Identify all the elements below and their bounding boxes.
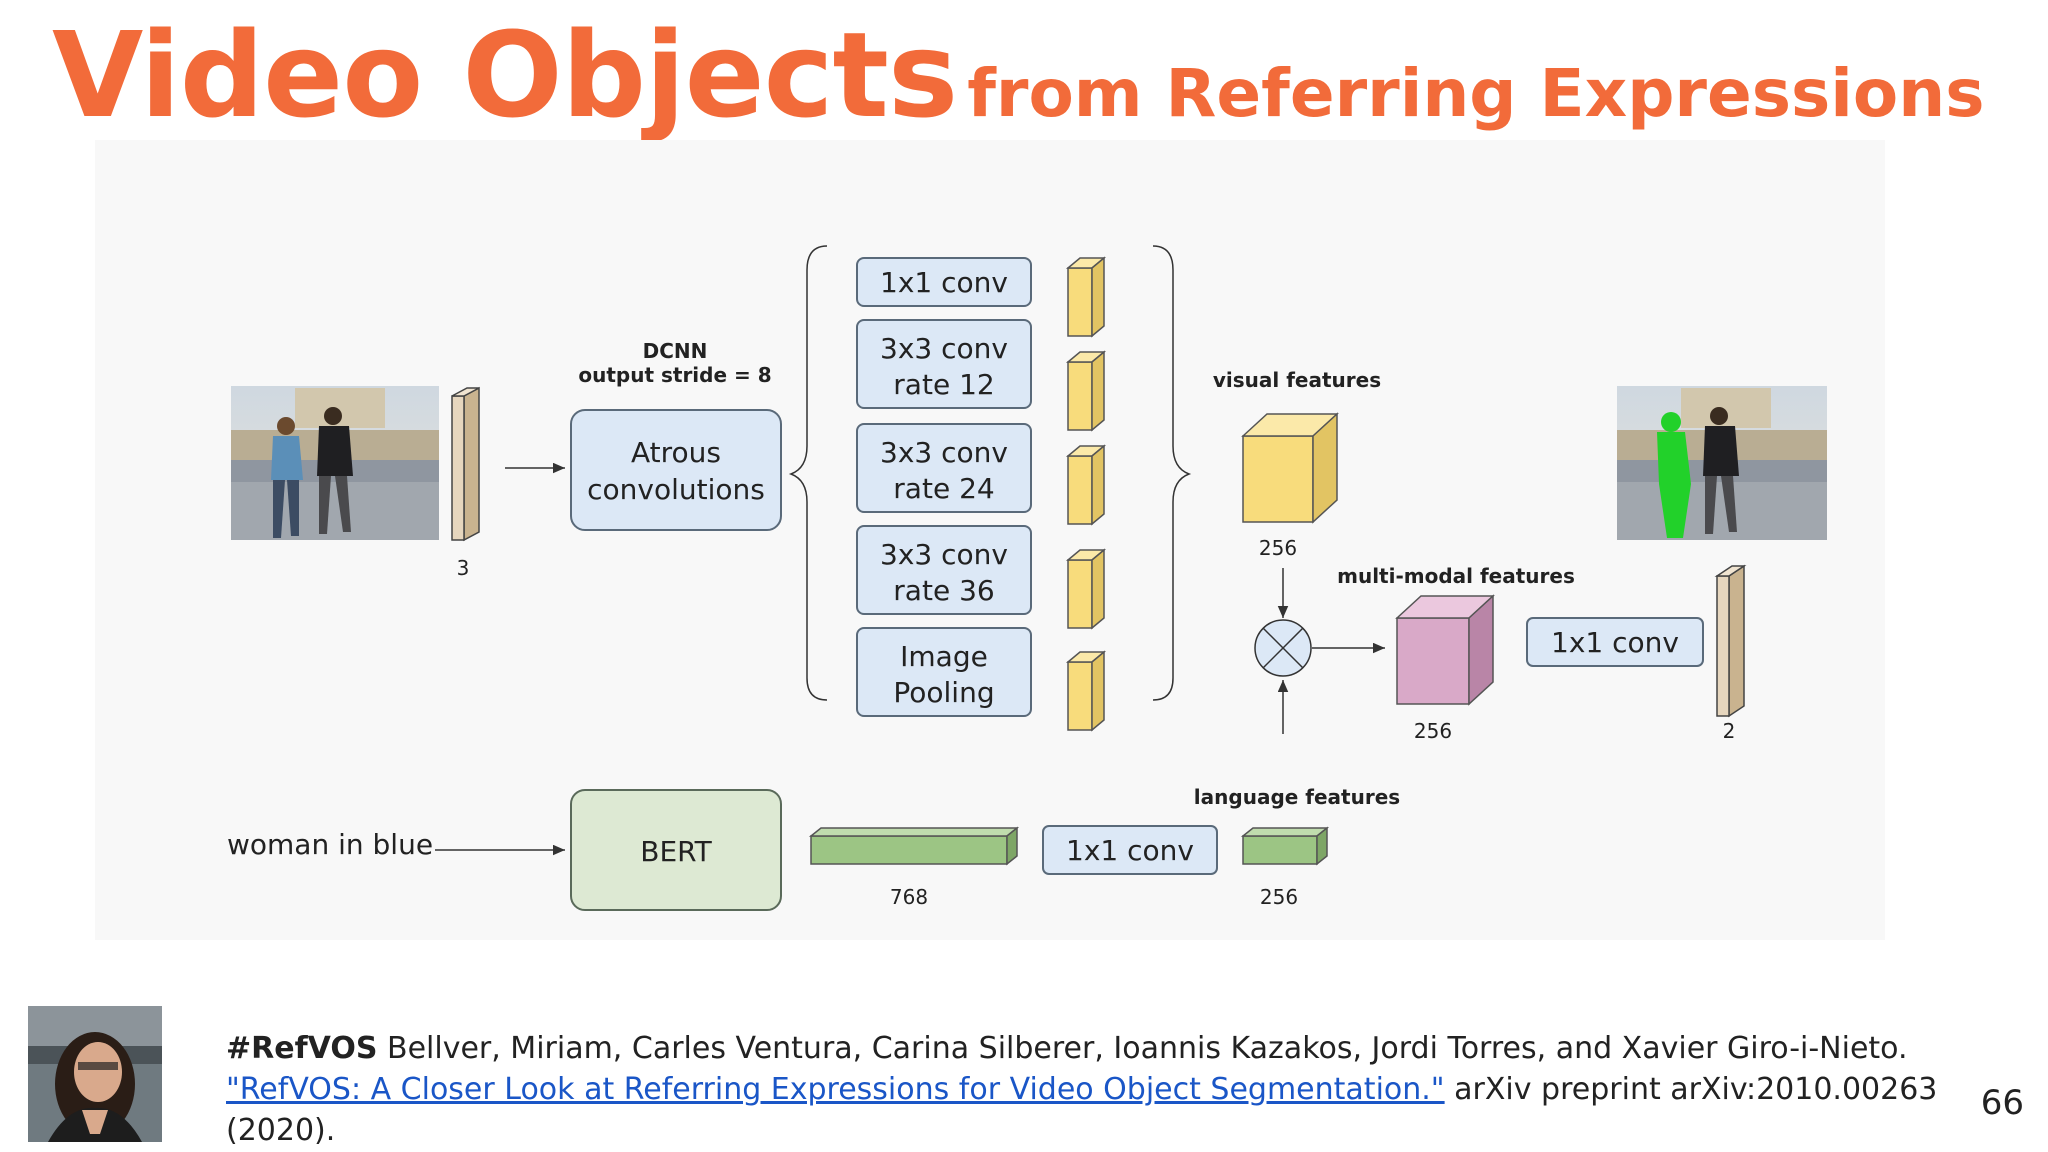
branch-3x3-rate36: 3x3 conv rate 36 (856, 525, 1032, 615)
branch-1x1-conv: 1x1 conv (856, 257, 1032, 307)
output-segmentation-image (1617, 386, 1827, 540)
atrous-conv-box (570, 409, 782, 531)
branch-2-line2: rate 12 (893, 368, 994, 401)
output-stride-label: output stride = 8 (578, 363, 771, 387)
branch-4-line1: 3x3 conv (880, 538, 1008, 571)
input-frame-image (231, 386, 439, 540)
citation-tag: #RefVOS (226, 1031, 378, 1066)
branch-5-line2: Pooling (893, 676, 994, 709)
right-brace (1152, 245, 1192, 701)
bert-box (570, 789, 782, 911)
branch-2-line1: 3x3 conv (880, 332, 1008, 365)
branch-image-pooling: Image Pooling (856, 627, 1032, 717)
citation-venue: arXiv preprint arXiv:2010.00263 (2020). (226, 1072, 1938, 1148)
text-input-label: woman in blue (227, 828, 433, 861)
visual-features-label: visual features (1213, 368, 1381, 392)
branch-3x3-rate12: 3x3 conv rate 12 (856, 319, 1032, 409)
bert-embedding-bar (808, 826, 1020, 866)
language-feature-bar (1240, 826, 1330, 866)
bert-label: BERT (640, 835, 712, 868)
visual-features-cube (1241, 412, 1339, 524)
branch-3x3-rate24: 3x3 conv rate 24 (856, 423, 1032, 513)
branch-5-line1: Image (900, 640, 988, 673)
refvos-architecture-diagram: 3 DCNN output stride = 8 Atrous convolut… (227, 245, 1827, 911)
branch-1-line1: 1x1 conv (880, 266, 1008, 299)
output-channels-label: 2 (1723, 719, 1736, 743)
title-main: Video Objects (52, 6, 958, 144)
branch-feature-maps (1065, 256, 1107, 732)
final-conv-box (1526, 617, 1704, 667)
input-tensor (451, 386, 480, 542)
language-features-label: language features (1194, 785, 1400, 809)
multiply-node (1254, 619, 1312, 677)
title-sub: from Referring Expressions (967, 55, 1985, 132)
output-tensor (1714, 564, 1747, 718)
citation-authors: Bellver, Miriam, Carles Ventura, Carina … (386, 1031, 1908, 1066)
lang-conv-box (1042, 825, 1218, 875)
input-channels-label: 3 (457, 556, 470, 580)
lang-conv-label: 1x1 conv (1066, 834, 1194, 867)
dcnn-label: DCNN (643, 339, 708, 363)
branch-3-line1: 3x3 conv (880, 436, 1008, 469)
bert-dim-label: 768 (890, 885, 928, 909)
citation: #RefVOS Bellver, Miriam, Carles Ventura,… (226, 1028, 1966, 1151)
branch-4-line2: rate 36 (893, 574, 994, 607)
multimodal-features-cube (1395, 594, 1495, 706)
page-number: 66 (1980, 1083, 2024, 1123)
atrous-label-2: convolutions (587, 473, 765, 506)
author-photo (28, 1006, 162, 1142)
visual-dim-label: 256 (1259, 536, 1297, 560)
final-conv-label: 1x1 conv (1551, 626, 1679, 659)
lang-dim-label: 256 (1260, 885, 1298, 909)
multimodal-features-label: multi-modal features (1337, 564, 1575, 588)
left-brace (788, 245, 828, 701)
multimodal-dim-label: 256 (1414, 719, 1452, 743)
diagram-panel: 3 DCNN output stride = 8 Atrous convolut… (95, 140, 1885, 940)
atrous-label-1: Atrous (631, 436, 721, 469)
branch-3-line2: rate 24 (893, 472, 994, 505)
paper-link[interactable]: "RefVOS: A Closer Look at Referring Expr… (226, 1072, 1445, 1107)
